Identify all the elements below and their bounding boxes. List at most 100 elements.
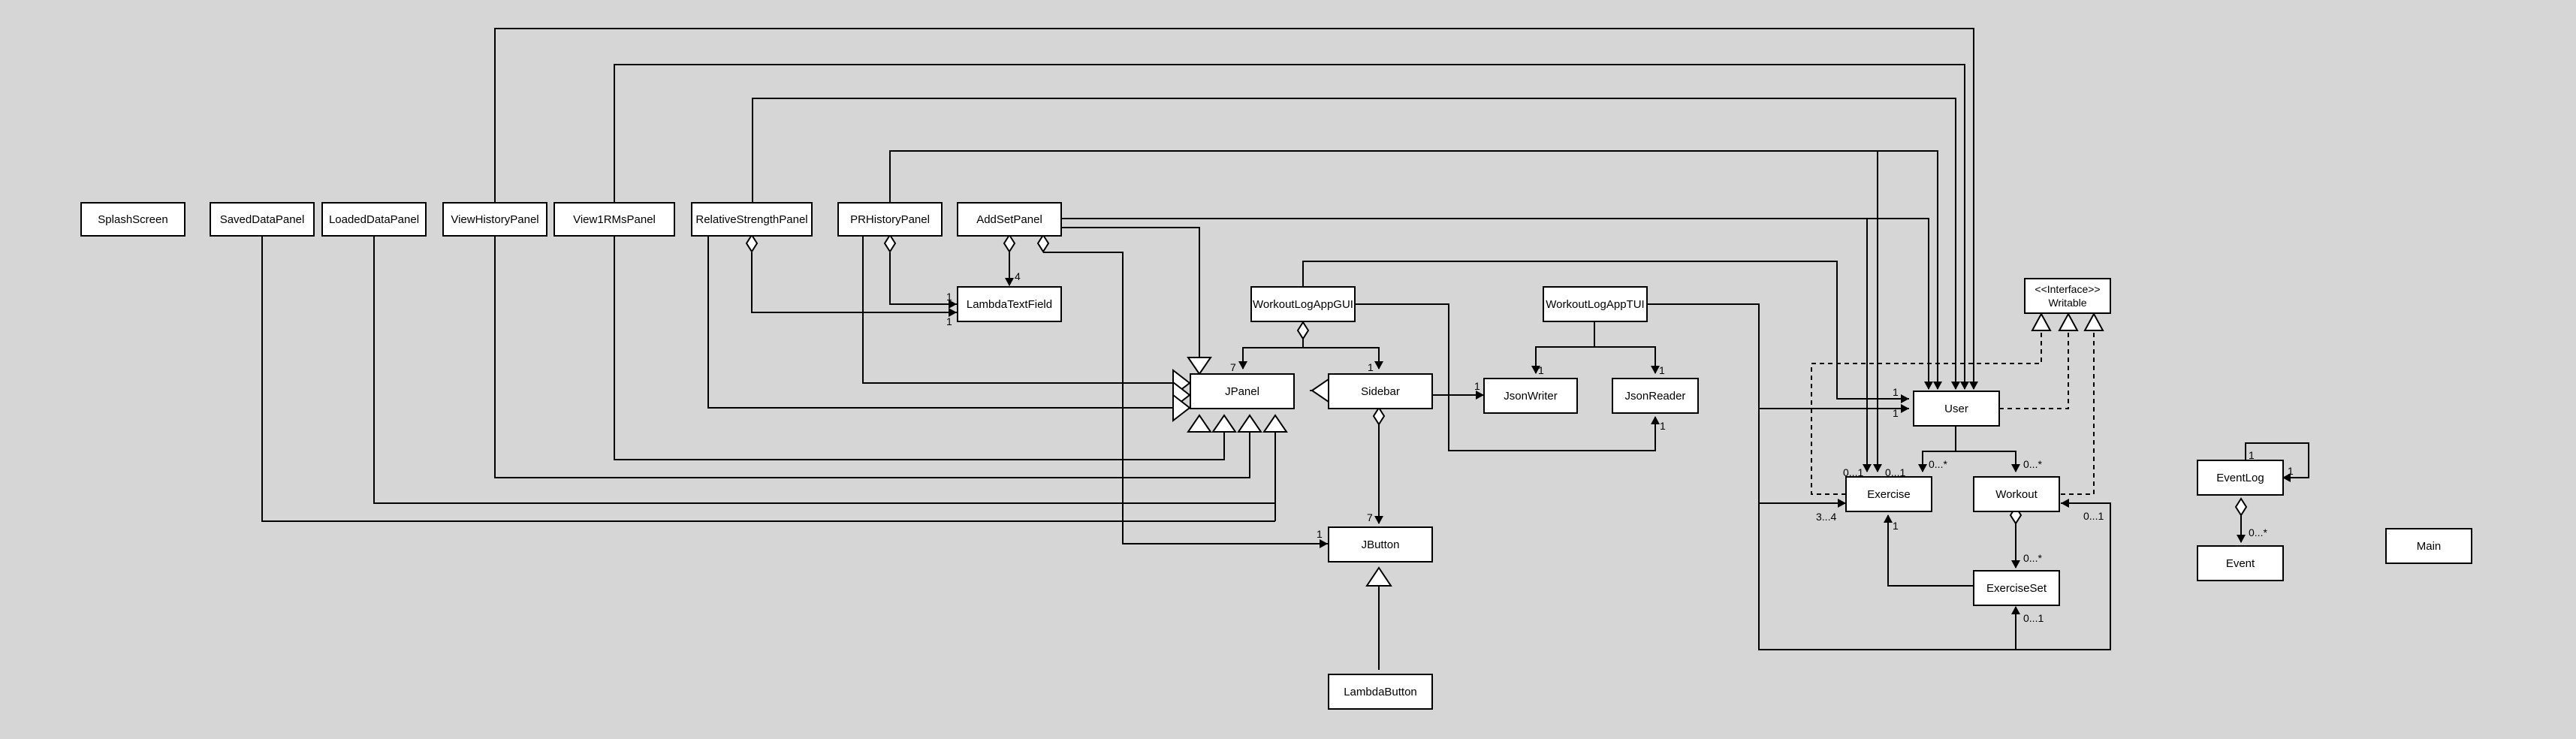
arrowhead <box>1901 394 1909 403</box>
class-exercise-set[interactable]: ExerciseSet <box>1973 570 2060 606</box>
class-event-log[interactable]: EventLog <box>2197 460 2284 496</box>
class-name: WorkoutLogAppGUI <box>1253 298 1353 311</box>
class-name: ExerciseSet <box>1986 582 2047 595</box>
class-name: LambdaButton <box>1344 686 1417 698</box>
class-name: RelativeStrengthPanel <box>695 213 807 226</box>
class-name: ViewHistoryPanel <box>451 213 538 226</box>
edge-addset-user <box>1061 218 1929 389</box>
multiplicity-label: 1 <box>946 315 952 327</box>
multiplicity-label: 1 <box>1893 520 1899 532</box>
arrowhead <box>2061 499 2069 508</box>
class-workout-log-app-gui[interactable]: WorkoutLogAppGUI <box>1250 286 1356 322</box>
multiplicity-label: 0...1 <box>1885 466 1905 478</box>
class-name: PRHistoryPanel <box>850 213 930 226</box>
arrowhead <box>1374 361 1383 370</box>
class-name: EventLog <box>2216 472 2264 484</box>
class-add-set-panel[interactable]: AddSetPanel <box>957 202 1062 237</box>
class-user[interactable]: User <box>1913 391 2000 427</box>
inheritance-triangle <box>1262 414 1288 433</box>
multiplicity-label: 1 <box>946 291 952 303</box>
edge-relstrength-extends <box>707 236 1173 409</box>
edge-addset-jbutton <box>1043 252 1328 544</box>
class-pr-history-panel[interactable]: PRHistoryPanel <box>837 202 943 237</box>
edge-tui-exerciseset <box>1758 503 2016 650</box>
class-relative-strength-panel[interactable]: RelativeStrengthPanel <box>691 202 813 237</box>
class-saved-data-panel[interactable]: SavedDataPanel <box>210 202 315 237</box>
inheritance-triangle <box>1237 414 1262 433</box>
edge-user-writable <box>1999 330 2069 409</box>
multiplicity-label: 4 <box>1015 270 1021 282</box>
class-workout[interactable]: Workout <box>1973 476 2060 512</box>
class-jpanel[interactable]: JPanel <box>1190 373 1295 409</box>
class-lambda-text-field[interactable]: LambdaTextField <box>957 286 1062 322</box>
realization-triangle <box>2083 312 2104 331</box>
multiplicity-label: 0...* <box>1929 458 1947 470</box>
class-name: SavedDataPanel <box>220 213 305 226</box>
class-event[interactable]: Event <box>2197 545 2284 581</box>
aggregation-diamond <box>1296 321 1310 340</box>
arrowhead <box>1873 464 1882 472</box>
arrowhead <box>1863 464 1872 472</box>
class-main[interactable]: Main <box>2385 528 2472 564</box>
edge-workout-writable <box>2061 330 2095 495</box>
multiplicity-label: 0...* <box>2023 552 2042 564</box>
edge-prhistory-user <box>889 150 1938 389</box>
interface-writable[interactable]: <<Interface>> Writable <box>2024 278 2111 314</box>
multiplicity-label: 1 <box>2249 449 2255 461</box>
multiplicity-label: 0...1 <box>1843 466 1863 478</box>
realization-triangle <box>2031 312 2052 331</box>
class-name: JsonReader <box>1625 390 1686 403</box>
class-json-reader[interactable]: JsonReader <box>1612 378 1699 414</box>
multiplicity-label: 1 <box>1659 364 1665 376</box>
arrowhead <box>1901 404 1909 413</box>
aggregation-diamond <box>1036 234 1050 253</box>
arrowhead <box>1918 464 1927 472</box>
class-exercise[interactable]: Exercise <box>1845 476 1932 512</box>
class-lambda-button[interactable]: LambdaButton <box>1328 674 1433 710</box>
class-view-1rms-panel[interactable]: View1RMsPanel <box>554 202 675 237</box>
arrowhead <box>1374 516 1383 524</box>
edge-addset-jpanel <box>1061 227 1200 357</box>
arrowhead <box>1951 382 1960 390</box>
class-name: JsonWriter <box>1504 390 1557 403</box>
class-view-history-panel[interactable]: ViewHistoryPanel <box>442 202 547 237</box>
class-name: Main <box>2417 540 2442 553</box>
class-name: View1RMsPanel <box>573 213 656 226</box>
multiplicity-label: 0...1 <box>2083 510 2104 522</box>
multiplicity-label: 0...* <box>2023 458 2042 470</box>
aggregation-diamond <box>883 234 897 253</box>
edge-tui-reader <box>1594 346 1656 373</box>
multiplicity-label: 3...4 <box>1816 511 1836 523</box>
class-loaded-data-panel[interactable]: LoadedDataPanel <box>321 202 427 237</box>
edge-view1rms-extends <box>614 236 1225 460</box>
edge-tui-user <box>1646 303 1909 409</box>
arrowhead <box>1933 382 1942 390</box>
edge-relstrength-user <box>752 98 1956 389</box>
arrowhead <box>1924 382 1933 390</box>
multiplicity-label: 1 <box>1317 528 1323 540</box>
multiplicity-label: 7 <box>1367 511 1373 523</box>
class-splash-screen[interactable]: SplashScreen <box>80 202 186 237</box>
edge-view1rms-user <box>614 64 1965 389</box>
multiplicity-label: 1 <box>1893 386 1899 398</box>
class-workout-log-app-tui[interactable]: WorkoutLogAppTUI <box>1543 286 1648 322</box>
class-json-writer[interactable]: JsonWriter <box>1483 378 1578 414</box>
arrowhead <box>1005 278 1014 286</box>
class-jbutton[interactable]: JButton <box>1328 526 1433 563</box>
edge-set-exercise <box>1887 515 1974 587</box>
edge-prhistory-lambda <box>889 252 957 305</box>
class-name: AddSetPanel <box>976 213 1042 226</box>
arrowhead <box>1531 366 1540 374</box>
edge-gui-json <box>1353 303 1656 451</box>
multiplicity-label: 0...1 <box>2023 612 2044 624</box>
multiplicity-label: 1 <box>1368 361 1374 373</box>
realization-triangle <box>2058 312 2079 331</box>
arrowhead <box>1651 416 1660 424</box>
interface-stereotype: <<Interface>> <box>2035 283 2100 295</box>
class-sidebar[interactable]: Sidebar <box>1328 373 1433 409</box>
arrowhead <box>949 300 957 309</box>
edge-user-children <box>1922 426 1956 472</box>
edge-relstrength-lambda <box>751 252 957 313</box>
